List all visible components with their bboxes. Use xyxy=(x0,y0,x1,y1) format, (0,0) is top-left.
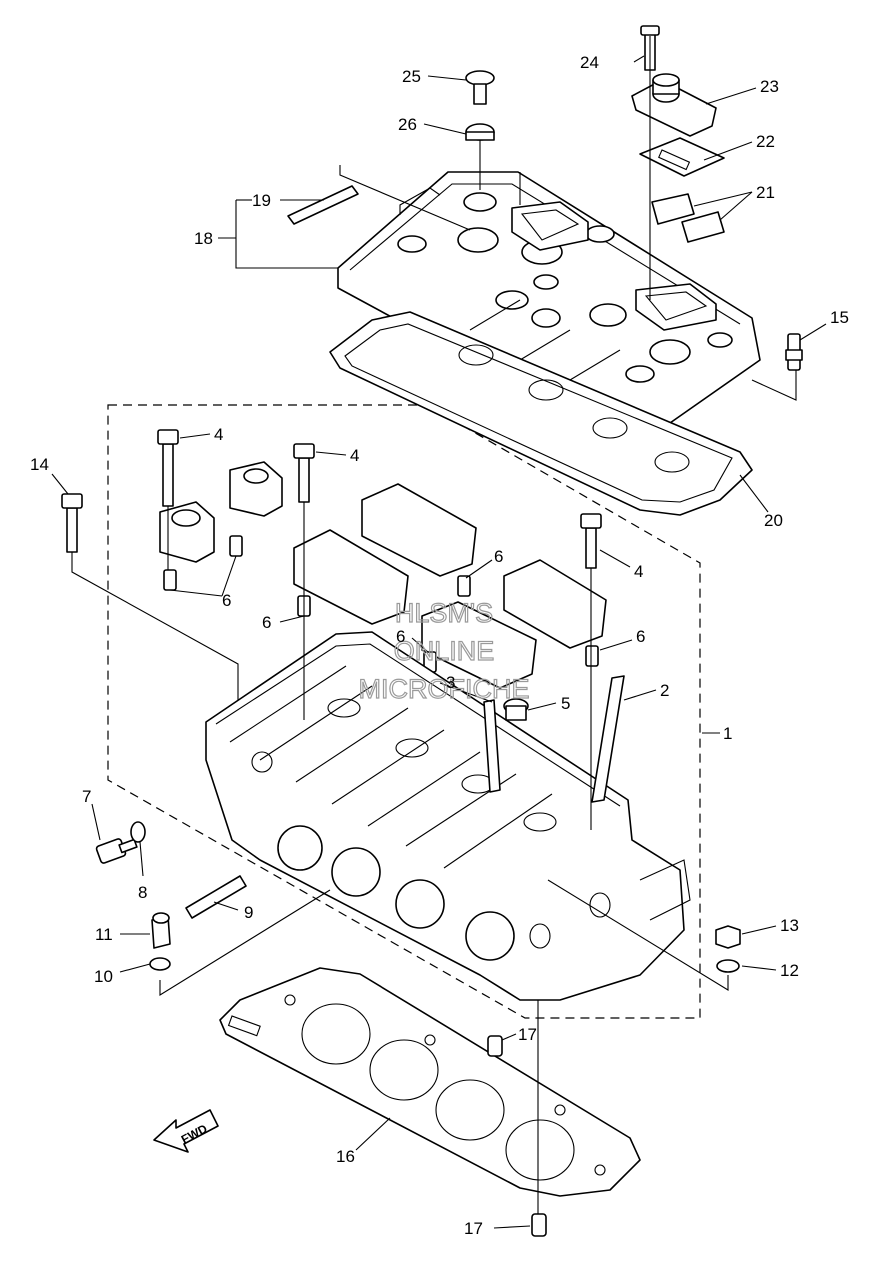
callout-4: 4 xyxy=(634,562,643,581)
watermark-line-3: MICROFICHE xyxy=(359,674,530,704)
watermark-line-1: HLSM'S xyxy=(395,598,493,628)
callout-26: 26 xyxy=(398,115,417,134)
watermark: HLSM'S ONLINE MICROFICHE xyxy=(358,597,530,704)
callout-23: 23 xyxy=(760,77,779,96)
cylinder-head-cover xyxy=(337,171,761,431)
right-fasteners xyxy=(715,925,741,973)
callout-4: 4 xyxy=(214,425,223,444)
leader-lines xyxy=(51,55,827,1229)
callout-13: 13 xyxy=(780,916,799,935)
callout-6: 6 xyxy=(396,627,405,646)
callout-2: 2 xyxy=(660,681,669,700)
callout-12: 12 xyxy=(780,961,799,980)
callout-16: 16 xyxy=(336,1147,355,1166)
callout-9: 9 xyxy=(244,903,253,922)
cover-bolt-and-grommet xyxy=(465,70,495,141)
fwd-direction-arrow: FWD xyxy=(153,1109,219,1153)
callout-6: 6 xyxy=(494,547,503,566)
callout-24: 24 xyxy=(580,53,599,72)
callout-20: 20 xyxy=(764,511,783,530)
dowel-pins xyxy=(163,535,599,673)
long-bolt xyxy=(61,493,83,553)
callout-labels: 1 2 3 4 4 4 5 6 6 6 6 6 7 8 9 10 11 12 1… xyxy=(30,53,849,1238)
callout-17: 17 xyxy=(518,1025,537,1044)
callout-8: 8 xyxy=(138,883,147,902)
cylinder-head xyxy=(205,631,691,1001)
callout-15: 15 xyxy=(830,308,849,327)
watermark-line-2: ONLINE xyxy=(394,636,495,666)
callout-11: 11 xyxy=(95,925,113,944)
gasket-dowels xyxy=(487,1035,547,1237)
callout-5: 5 xyxy=(561,694,570,713)
callout-10: 10 xyxy=(94,967,113,986)
callout-19: 19 xyxy=(252,191,271,210)
callout-1: 1 xyxy=(723,724,732,743)
cylinder-head-gasket xyxy=(219,967,641,1197)
head-cover-gasket xyxy=(329,311,753,516)
alignment-guides xyxy=(71,36,797,1214)
callout-25: 25 xyxy=(402,67,421,86)
cover-plate xyxy=(287,185,359,225)
callout-18: 18 xyxy=(194,229,213,248)
callout-6: 6 xyxy=(222,591,231,610)
breather-assembly xyxy=(631,25,725,243)
callout-3: 3 xyxy=(446,673,455,692)
callout-14: 14 xyxy=(30,455,49,474)
callout-22: 22 xyxy=(756,132,775,151)
left-fasteners xyxy=(95,821,247,971)
spark-plug xyxy=(785,333,803,371)
callout-7: 7 xyxy=(82,787,91,806)
callout-6: 6 xyxy=(636,627,645,646)
callout-17: 17 xyxy=(464,1219,483,1238)
callout-21: 21 xyxy=(756,183,775,202)
head-fittings xyxy=(483,675,625,803)
callout-4: 4 xyxy=(350,446,359,465)
callout-6: 6 xyxy=(262,613,271,632)
camshaft-caps xyxy=(159,461,607,689)
